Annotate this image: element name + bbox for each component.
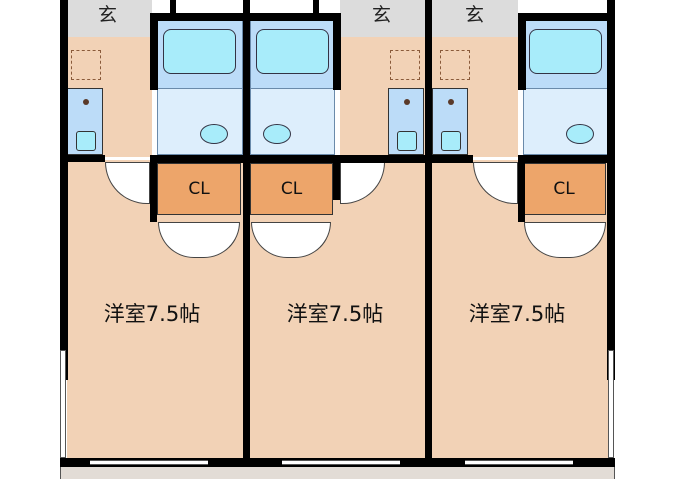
unit3-room-label: 洋室7.5帖	[468, 302, 566, 326]
toilet-icon	[263, 124, 291, 144]
window	[465, 460, 573, 465]
wall	[518, 160, 525, 222]
window	[60, 350, 66, 458]
wall	[60, 155, 105, 162]
wall	[518, 13, 608, 21]
unit3-washer-space	[440, 50, 470, 80]
unit2-kitchen-sink	[388, 88, 424, 155]
toilet-icon	[566, 124, 594, 144]
unit1-washer-space	[71, 50, 101, 80]
unit3-entrance	[432, 0, 518, 37]
wall	[607, 0, 615, 380]
unit1-room-label: 洋室7.5帖	[103, 302, 201, 326]
wall	[150, 155, 432, 163]
bathtub-icon	[256, 29, 329, 74]
wall	[150, 160, 157, 222]
wall	[243, 0, 250, 460]
unit1-toilet	[157, 88, 243, 155]
sink-basin	[397, 131, 417, 151]
unit3-toilet	[523, 88, 608, 155]
unit2-toilet	[250, 88, 335, 155]
wall	[518, 155, 615, 163]
unit2-entrance	[340, 0, 425, 37]
wall	[170, 0, 176, 14]
wall	[60, 0, 68, 140]
sink-basin	[441, 131, 461, 151]
wall	[518, 13, 526, 90]
bathtub-icon	[529, 29, 602, 74]
window	[90, 460, 208, 465]
unit2-room-label: 洋室7.5帖	[286, 302, 384, 326]
unit2-entrance-label: 玄	[372, 4, 392, 26]
toilet-icon	[200, 124, 228, 144]
unit3-bathroom	[523, 20, 608, 90]
window	[608, 350, 614, 458]
unit1-closet: CL	[157, 163, 241, 215]
bathtub-icon	[163, 29, 236, 74]
unit1-entrance	[67, 0, 152, 37]
unit3-closet: CL	[522, 163, 606, 215]
sink-basin	[76, 131, 96, 151]
faucet-icon	[83, 99, 89, 105]
unit1-bathroom	[157, 20, 243, 90]
wall	[150, 13, 158, 90]
unit2-washer-space	[390, 50, 420, 80]
wall	[333, 160, 340, 200]
unit2-bathroom	[250, 20, 335, 90]
faucet-icon	[404, 99, 410, 105]
wall	[425, 155, 473, 163]
wall	[60, 140, 68, 380]
unit1-kitchen-sink	[67, 88, 103, 155]
wall	[333, 13, 341, 90]
wall	[313, 0, 319, 14]
wall	[425, 0, 432, 460]
unit3-entrance-label: 玄	[465, 4, 485, 26]
window	[282, 460, 400, 465]
unit1-entrance-label: 玄	[98, 4, 118, 26]
unit3-kitchen-sink	[432, 88, 468, 155]
faucet-icon	[448, 99, 454, 105]
balcony	[60, 465, 615, 479]
unit2-closet: CL	[250, 163, 333, 215]
